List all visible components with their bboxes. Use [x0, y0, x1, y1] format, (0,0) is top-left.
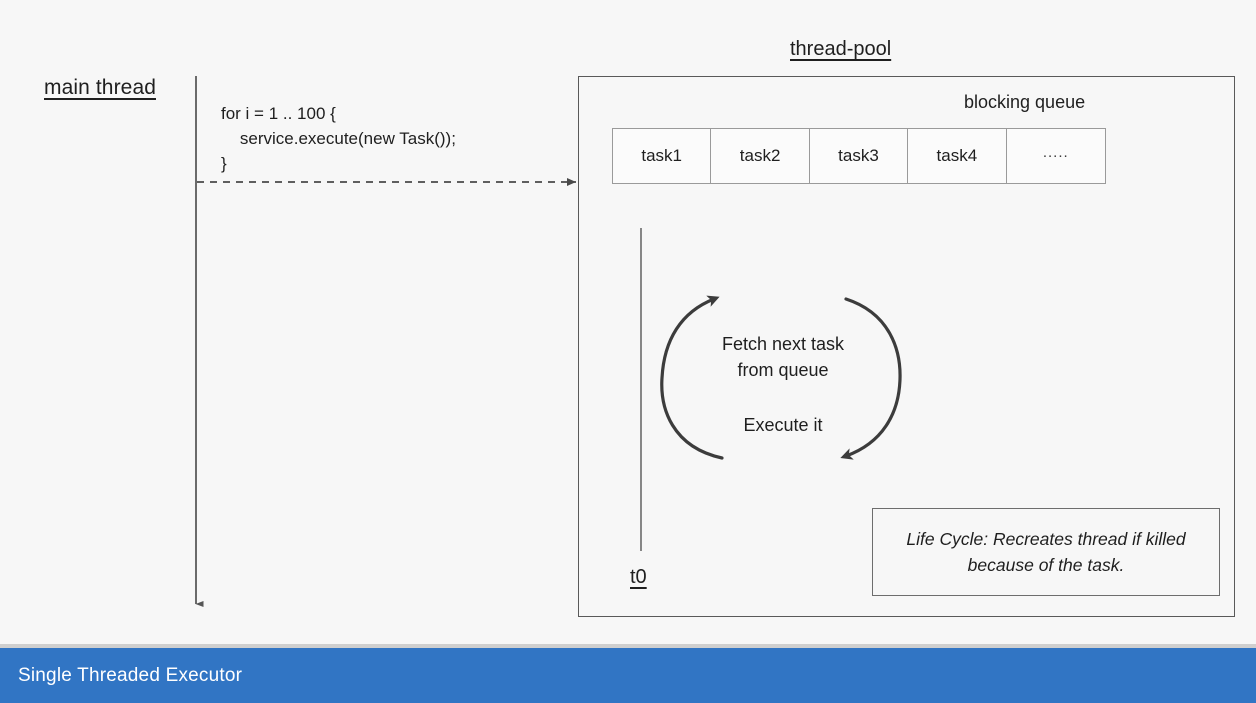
thread-pool-box [578, 76, 1235, 617]
caption-divider [0, 644, 1256, 648]
thread-pool-title: thread-pool [790, 38, 892, 60]
queue-cell: task2 [711, 129, 810, 183]
queue-cell: task4 [908, 129, 1007, 183]
caption-text: Single Threaded Executor [18, 664, 243, 686]
blocking-queue-label: blocking queue [964, 92, 1086, 112]
lifecycle-note-box: Life Cycle: Recreates thread if killed b… [872, 508, 1220, 596]
queue-cell: task3 [810, 129, 909, 183]
main-thread-label: main thread [44, 76, 156, 99]
worker-timeline-label-t0: t0 [630, 566, 647, 588]
loop-step-execute-label: Execute it [743, 415, 823, 435]
lifecycle-note-text: Life Cycle: Recreates thread if killed b… [906, 529, 1186, 575]
main-thread-code: for i = 1 .. 100 { service.execute(new T… [221, 104, 456, 173]
loop-arc-right [840, 297, 902, 460]
loop-step-fetch-label: Fetch next task from queue [721, 334, 845, 380]
queue-cell-overflow: ..... [1042, 143, 1069, 161]
blocking-queue-table: task1 task2 task3 task4 ..... [612, 128, 1106, 184]
loop-arc-left [660, 295, 724, 460]
caption-bar: Single Threaded Executor [0, 648, 1256, 703]
queue-cell: task1 [613, 129, 712, 183]
